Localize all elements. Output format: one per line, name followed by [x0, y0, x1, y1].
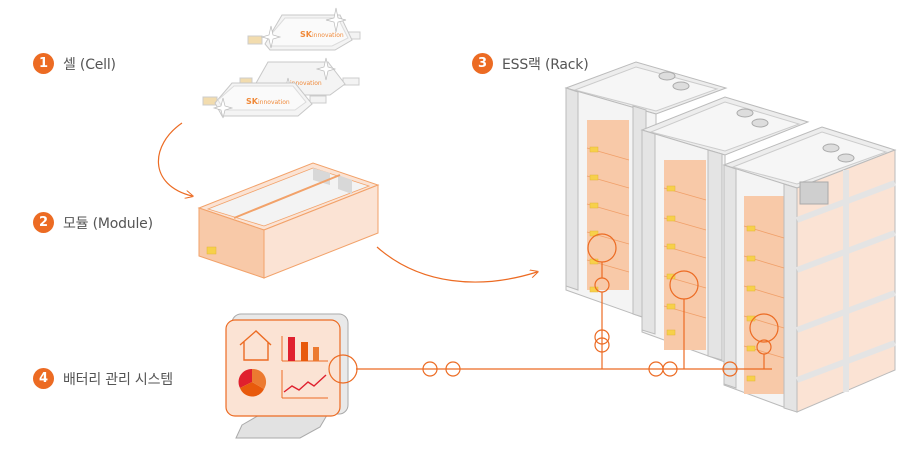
- innovation-logo-text: innovation: [312, 32, 344, 39]
- bms-wiring: [328, 233, 779, 384]
- step-label-text: 셀 (Cell): [63, 56, 116, 73]
- arrow-cell-to-module: [157, 122, 192, 196]
- sparkle-icon: [325, 7, 347, 33]
- battery-cells-illustration: SK innovation innovation SK: [202, 7, 361, 119]
- sparkle-icon: [260, 25, 282, 49]
- line-chart-icon: [281, 370, 328, 399]
- ess-rack: [722, 126, 897, 413]
- battery-cell: SK innovation: [202, 82, 327, 119]
- sk-logo-text: SK: [300, 30, 313, 39]
- arrow-module-to-rack: [376, 246, 537, 283]
- step-number-badge: 3: [472, 53, 493, 74]
- ess-racks-illustration: [564, 61, 897, 413]
- battery-cell: SK innovation: [247, 7, 361, 51]
- ess-rack: [640, 96, 810, 363]
- step-bms-label: 4 배터리 관리 시스템: [33, 368, 173, 389]
- step-rack-label: 3 ESS랙 (Rack): [472, 53, 589, 74]
- step-label-text: 모듈 (Module): [63, 215, 153, 232]
- innovation-logo-text: innovation: [290, 80, 322, 87]
- innovation-logo-text: innovation: [258, 99, 290, 106]
- step-number-badge: 4: [33, 368, 54, 389]
- sparkle-icon: [315, 57, 337, 81]
- step-cell-label: 1 셀 (Cell): [33, 53, 116, 74]
- step-module-label: 2 모듈 (Module): [33, 212, 153, 233]
- connector-terminal: [206, 246, 217, 255]
- bms-monitor-illustration: [225, 313, 349, 439]
- pie-chart-icon: [238, 368, 267, 397]
- step-label-text: ESS랙 (Rack): [502, 56, 589, 73]
- home-icon: [239, 330, 272, 361]
- step-number-badge: 1: [33, 53, 54, 74]
- step-number-badge: 2: [33, 212, 54, 233]
- bar-chart-icon: [281, 336, 328, 362]
- sparkle-icon: [212, 97, 234, 119]
- battery-module-illustration: [197, 162, 380, 279]
- sk-logo-text: SK: [246, 97, 259, 106]
- vent-grille: [799, 181, 829, 205]
- step-label-text: 배터리 관리 시스템: [63, 371, 173, 388]
